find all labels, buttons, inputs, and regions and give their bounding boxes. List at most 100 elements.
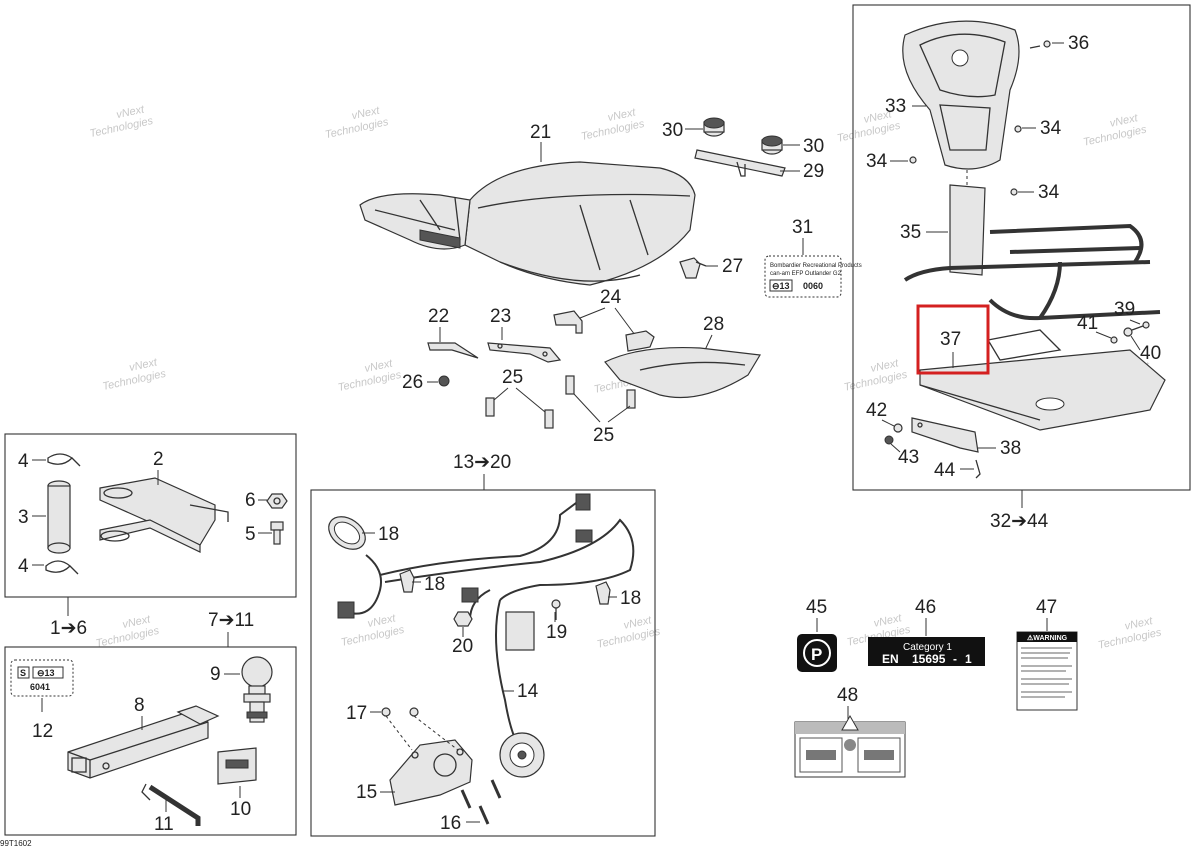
clip-18-middle[interactable] <box>399 569 415 593</box>
frame-rail <box>903 260 1151 282</box>
backrest-33[interactable] <box>902 20 1020 170</box>
screw-39[interactable] <box>1131 321 1150 331</box>
decal-48[interactable] <box>794 714 906 778</box>
nut-17-1[interactable] <box>381 707 391 717</box>
nut-17-2[interactable] <box>409 707 419 717</box>
label-10[interactable] <box>217 747 257 785</box>
clip-22[interactable] <box>427 342 479 359</box>
pin-leg <box>69 565 79 575</box>
latch-27[interactable] <box>679 257 707 279</box>
nut-6[interactable] <box>266 493 288 509</box>
pin-rod <box>148 784 201 826</box>
spacer-body <box>626 389 636 409</box>
harness-connector <box>575 529 593 543</box>
screw-34-3[interactable] <box>1010 188 1018 196</box>
bracket-35[interactable] <box>949 170 986 276</box>
spacer-25-4[interactable] <box>626 389 636 409</box>
callout-19: 19 <box>546 622 567 643</box>
decal-31[interactable]: Bombardier Recreational Products can-am … <box>764 255 862 298</box>
frame-rail <box>989 223 1144 264</box>
washer-40[interactable] <box>1123 327 1133 337</box>
clip-26[interactable] <box>438 375 450 387</box>
callout-8: 8 <box>134 695 145 716</box>
leader-line <box>573 393 601 423</box>
clip-18-right[interactable] <box>595 581 611 605</box>
guard-28[interactable] <box>604 347 761 398</box>
hitch-pin-11[interactable] <box>141 783 201 826</box>
backrest-lower-pad <box>939 104 991 151</box>
washer-41[interactable] <box>1110 336 1118 344</box>
bracket-body <box>99 477 216 546</box>
harness-connector <box>337 601 355 619</box>
screw-16-3[interactable] <box>490 779 502 799</box>
nut-20[interactable] <box>453 611 473 627</box>
washer-body <box>1110 336 1118 344</box>
decal-46[interactable]: Category 1 EN 15695 - 1 <box>868 637 985 666</box>
hitch-ball-9[interactable] <box>241 656 273 723</box>
base-plate[interactable] <box>919 329 1166 431</box>
group-box-1-6 <box>4 433 297 598</box>
screw-36[interactable] <box>1029 40 1051 49</box>
warning-triangle-icon <box>841 714 859 731</box>
guard-body <box>604 347 761 398</box>
nut-43[interactable] <box>884 435 894 445</box>
bumper-30-right[interactable] <box>761 135 783 155</box>
plate-edge <box>919 384 1041 421</box>
pin-bottom <box>47 542 71 554</box>
rack-frame[interactable] <box>903 223 1161 321</box>
washer-42[interactable] <box>893 423 903 433</box>
callout-25a: 25 <box>502 367 523 388</box>
bracket-tab <box>736 161 746 177</box>
tube-hole <box>102 762 110 770</box>
receiver-tube-8[interactable] <box>67 705 220 779</box>
bracket-29[interactable] <box>694 149 786 177</box>
mounting-plate-15[interactable] <box>389 739 473 806</box>
bolt-5[interactable] <box>270 521 284 545</box>
spacer-25-1[interactable] <box>485 397 495 417</box>
screw-19[interactable] <box>551 599 561 620</box>
watermark-line: vNext <box>128 356 159 374</box>
bracket-38[interactable] <box>911 417 979 453</box>
callout-41: 41 <box>1077 313 1098 334</box>
decal-12[interactable]: S ⊖13 6041 <box>10 659 74 697</box>
screw-16-1[interactable] <box>460 789 472 809</box>
screw-34-2[interactable] <box>909 156 917 164</box>
decal-47[interactable]: ⚠WARNING <box>1016 631 1078 711</box>
watermark-line: vNext <box>623 614 654 632</box>
decal-31-line1: Bombardier Recreational Products <box>770 263 862 269</box>
bracket-24-left[interactable] <box>553 310 583 334</box>
pin-3[interactable] <box>47 480 71 554</box>
callout-11: 11 <box>154 814 174 835</box>
harness-wire <box>384 518 635 601</box>
screw-shank <box>1029 45 1041 49</box>
hitch-bracket-2[interactable] <box>99 477 229 553</box>
callout-15: 15 <box>356 782 377 803</box>
clip-44[interactable] <box>975 459 981 479</box>
decal-45[interactable]: P <box>797 634 837 672</box>
cotter-pin-4-bottom[interactable] <box>45 560 79 575</box>
tube-top-edge <box>89 721 209 761</box>
group-box-13-20 <box>310 489 656 837</box>
part-37-highlight[interactable] <box>916 304 990 375</box>
spacer-25-3[interactable] <box>565 375 575 395</box>
spacer-25-2[interactable] <box>544 409 554 429</box>
bracket-hole <box>917 422 923 428</box>
decal-badge-box <box>769 279 793 292</box>
seat-assembly[interactable] <box>359 161 696 286</box>
screw-34-1[interactable] <box>1014 125 1022 133</box>
bracket-23[interactable] <box>487 342 562 363</box>
bracket-24-right[interactable] <box>625 330 655 352</box>
tube-plate <box>176 705 220 725</box>
socket-plug-13[interactable] <box>499 732 545 778</box>
plate-hole <box>456 748 464 756</box>
watermark-line: vNext <box>1124 615 1155 633</box>
callout-25b: 25 <box>593 425 614 446</box>
leader-line <box>1095 331 1112 339</box>
bumper-30-left[interactable] <box>703 117 725 137</box>
callout-31: 31 <box>792 217 813 238</box>
bracket-hole <box>100 530 130 542</box>
cotter-pin-4-top[interactable] <box>47 453 81 467</box>
assembly-line <box>385 715 413 751</box>
mirror-cable-18[interactable] <box>323 510 372 556</box>
screw-16-2[interactable] <box>478 805 490 825</box>
